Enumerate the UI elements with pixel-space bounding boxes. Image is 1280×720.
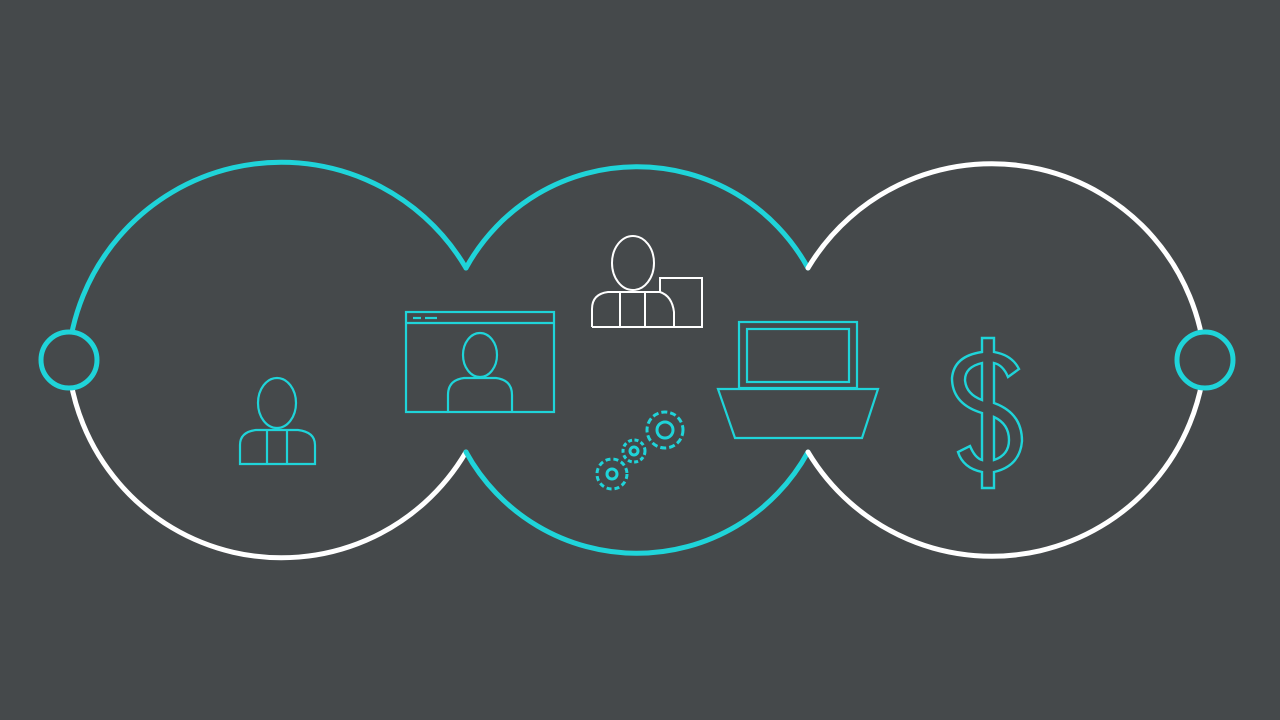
laptop-icon (716, 320, 880, 440)
person-icon (238, 376, 317, 466)
stage-3-top-arc (805, 161, 1208, 363)
stage-2-bottom-arc (463, 449, 811, 556)
end-node[interactable] (1174, 329, 1236, 391)
start-node[interactable] (38, 329, 100, 391)
stage-2-top-arc (463, 164, 811, 271)
stage-1-bottom-arc (65, 357, 469, 561)
stage-1-top-arc (65, 159, 469, 363)
dollar-icon (950, 336, 1024, 490)
video-call-icon (404, 310, 556, 414)
stage-3-bottom-arc (805, 357, 1208, 559)
user-document-icon (591, 235, 703, 328)
gears-icon (595, 410, 685, 491)
